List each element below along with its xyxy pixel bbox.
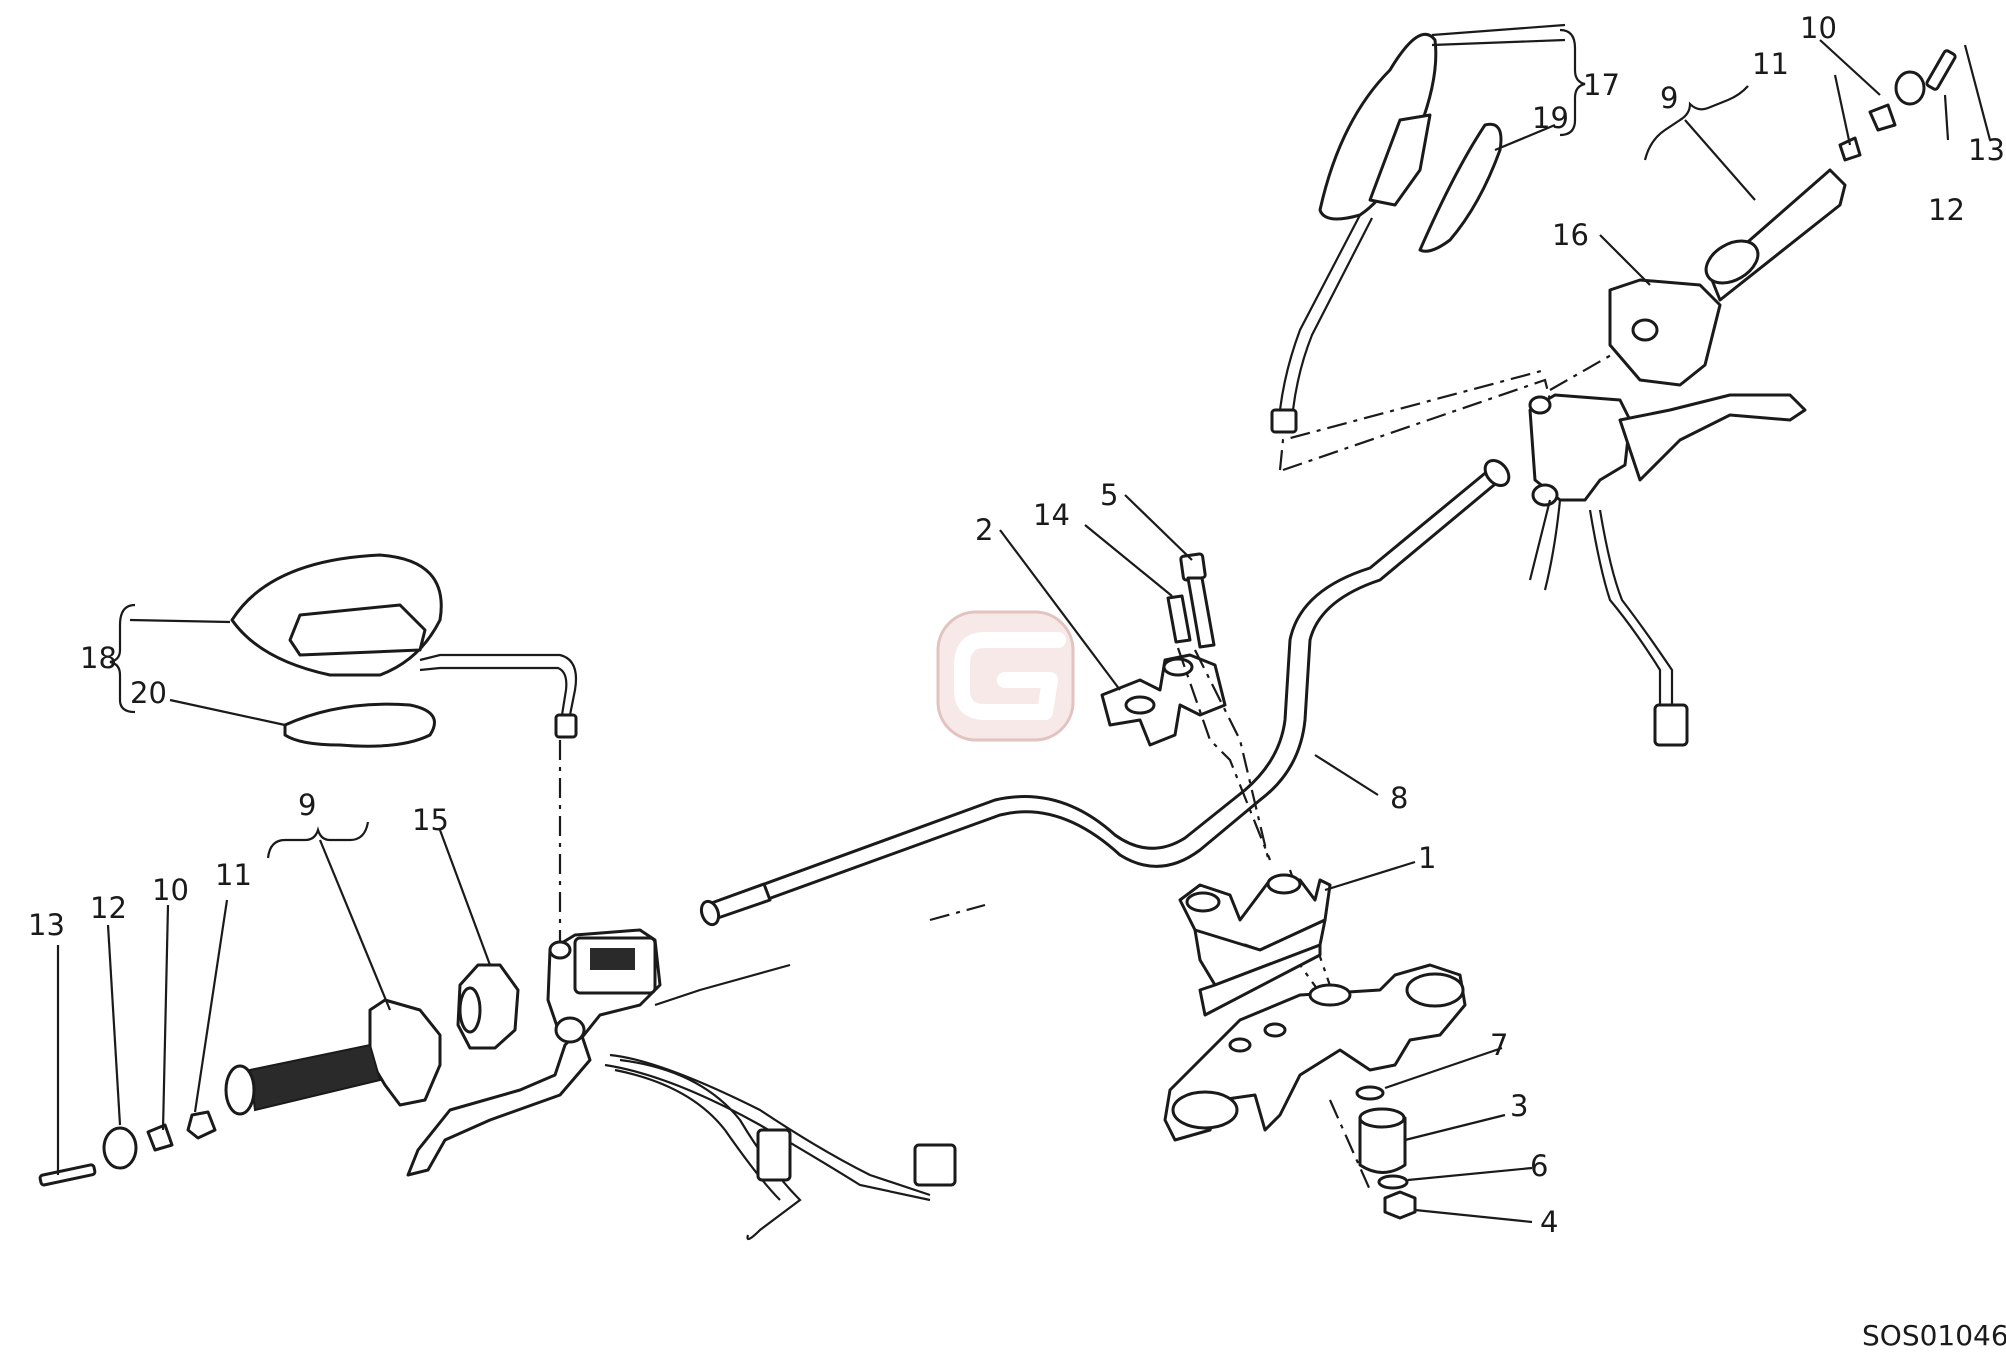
right-cables — [1528, 499, 1689, 747]
callout-5: 5 — [1100, 478, 1118, 512]
callout-16: 16 — [1552, 218, 1589, 252]
left-switch-housing — [456, 963, 520, 1050]
right-master-cylinder — [1528, 393, 1807, 507]
right-mirror — [1270, 32, 1438, 434]
callout-9-right: 9 — [1660, 81, 1678, 115]
callout-8: 8 — [1390, 781, 1408, 815]
assembly-guides — [558, 299, 1691, 1191]
triple-clamp — [1163, 963, 1467, 1142]
watermark-logo — [936, 610, 1075, 742]
callout-20: 20 — [130, 676, 167, 710]
left-master-cylinder — [406, 928, 662, 1177]
callout-15: 15 — [412, 803, 449, 837]
callout-12-left: 12 — [90, 891, 127, 925]
upper-clamp — [1100, 653, 1227, 747]
callout-19: 19 — [1532, 101, 1569, 135]
callout-13-right: 13 — [1968, 133, 2005, 167]
braces — [109, 28, 1749, 859]
right-switch-housing — [1608, 278, 1722, 387]
callout-13-left: 13 — [28, 908, 65, 942]
callout-3: 3 — [1510, 1089, 1528, 1123]
left-mirror — [230, 553, 578, 739]
handlebar — [699, 458, 1511, 927]
callout-10-left: 10 — [152, 873, 189, 907]
left-grip — [224, 998, 442, 1116]
callout-11-right: 11 — [1752, 47, 1789, 81]
callout-14: 14 — [1033, 498, 1070, 532]
bolt-5 — [1179, 552, 1216, 649]
callout-6: 6 — [1530, 1149, 1548, 1183]
callout-11-left: 11 — [215, 858, 252, 892]
callout-1: 1 — [1418, 841, 1436, 875]
left-mirror-cover — [283, 702, 436, 748]
reference-code: SOS01046 — [1862, 1319, 2006, 1352]
bolt-14 — [1166, 594, 1192, 644]
nut-4 — [1383, 1190, 1417, 1220]
washer-6 — [1377, 1174, 1409, 1190]
riser-clamp — [1178, 873, 1332, 1017]
callout-18: 18 — [80, 641, 117, 675]
right-grip — [1704, 168, 1847, 302]
leader-lines — [56, 23, 1992, 1224]
callout-4: 4 — [1540, 1205, 1558, 1239]
callout-10-right: 10 — [1800, 11, 1837, 45]
callout-7: 7 — [1490, 1028, 1508, 1062]
callout-17: 17 — [1583, 68, 1620, 102]
left-cables — [604, 963, 957, 1241]
callout-2: 2 — [975, 513, 993, 547]
callout-labels: 1 2 3 4 5 6 7 8 9 9 10 10 11 11 12 12 13… — [28, 11, 2005, 1239]
callout-9-left: 9 — [298, 788, 316, 822]
washer-7 — [1355, 1085, 1385, 1101]
right-bar-end — [1838, 49, 1957, 162]
right-mirror-cover — [1418, 122, 1503, 253]
callout-12-right: 12 — [1928, 193, 1965, 227]
rubber-bush — [1358, 1107, 1407, 1174]
left-bar-end — [38, 1110, 217, 1187]
